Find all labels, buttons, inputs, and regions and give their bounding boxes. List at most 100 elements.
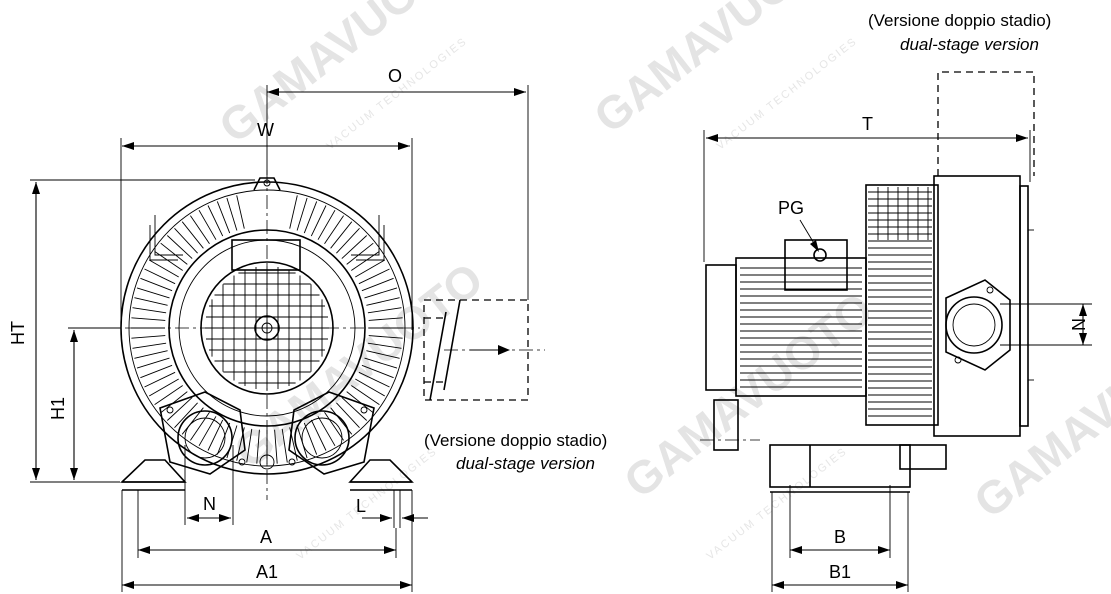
label-PG: PG bbox=[778, 198, 804, 218]
fin bbox=[246, 428, 253, 463]
fin bbox=[154, 251, 183, 271]
port-left-inner bbox=[184, 417, 226, 459]
fin bbox=[346, 242, 374, 265]
fin bbox=[198, 416, 217, 447]
fin bbox=[236, 195, 245, 229]
watermark-brand: GAMAVUOTO bbox=[964, 302, 1111, 528]
break-line bbox=[443, 299, 461, 391]
bolt bbox=[360, 406, 368, 414]
label-B1: B1 bbox=[829, 562, 851, 582]
label-T: T bbox=[862, 114, 873, 134]
fin bbox=[361, 364, 394, 379]
fin bbox=[317, 416, 336, 447]
fin bbox=[140, 277, 173, 292]
channel-left bbox=[149, 215, 183, 261]
cover-plate bbox=[933, 175, 1021, 437]
cooling-fins bbox=[131, 195, 403, 464]
fin bbox=[174, 227, 198, 254]
fin bbox=[364, 287, 398, 299]
fin bbox=[216, 201, 231, 234]
flow-arrow bbox=[498, 345, 510, 355]
label-W: W bbox=[257, 120, 274, 140]
fin bbox=[148, 378, 179, 397]
side-caption-en: dual-stage version bbox=[900, 35, 1039, 54]
label-A: A bbox=[260, 527, 272, 547]
fin bbox=[174, 402, 198, 429]
label-B: B bbox=[834, 527, 846, 547]
fin bbox=[281, 428, 288, 463]
label-N: N bbox=[203, 494, 216, 514]
label-N-side: N bbox=[1068, 318, 1088, 331]
front-caption-it: (Versione doppio stadio) bbox=[424, 431, 607, 450]
fin bbox=[274, 429, 278, 464]
side-dimensions: T PG N B B1 bbox=[703, 114, 1092, 592]
port-flange-left bbox=[159, 391, 246, 475]
cover-rim bbox=[1019, 185, 1029, 427]
fin bbox=[166, 235, 193, 259]
fin bbox=[134, 350, 168, 359]
label-O: O bbox=[388, 66, 402, 86]
fin bbox=[198, 209, 217, 240]
fin bbox=[367, 342, 402, 349]
dual-stage-top bbox=[937, 71, 1035, 176]
fin bbox=[358, 371, 390, 388]
watermark-layer: GAMAVUOTO GAMAVUOTO GAMAVUOTO GAMAVUOTO … bbox=[209, 0, 1111, 562]
fin bbox=[190, 215, 210, 244]
fin bbox=[367, 307, 402, 314]
fin bbox=[310, 205, 327, 237]
port-right-inner bbox=[301, 417, 343, 459]
watermark-tagline: VACUUM TECHNOLOGIES bbox=[714, 35, 859, 152]
fin bbox=[296, 197, 308, 231]
fin bbox=[160, 242, 188, 265]
fin bbox=[355, 378, 386, 397]
dual-stage-outlet bbox=[423, 299, 529, 401]
motor-end-cap bbox=[705, 264, 737, 391]
base-foot bbox=[769, 444, 911, 488]
port-flange-right bbox=[288, 391, 375, 475]
fin bbox=[148, 259, 179, 278]
bolt bbox=[166, 406, 174, 414]
fin bbox=[366, 297, 400, 306]
fin bbox=[134, 297, 168, 306]
cable-gland bbox=[813, 248, 827, 262]
fin bbox=[310, 419, 327, 451]
fin bbox=[140, 364, 173, 379]
watermark-brand: GAMAVUOTO bbox=[614, 282, 882, 508]
label-HT: HT bbox=[8, 321, 28, 345]
fin bbox=[226, 197, 238, 231]
side-caption-it: (Versione doppio stadio) bbox=[868, 11, 1051, 30]
fin bbox=[364, 357, 398, 369]
fin bbox=[317, 209, 336, 240]
fin bbox=[341, 235, 368, 259]
fin bbox=[303, 201, 318, 234]
fin bbox=[166, 397, 193, 421]
channel-right bbox=[351, 215, 385, 261]
port-right-outer bbox=[294, 410, 350, 466]
fin bbox=[256, 429, 260, 464]
fin bbox=[132, 307, 167, 314]
front-view bbox=[100, 170, 545, 500]
fin bbox=[154, 385, 183, 405]
fin bbox=[324, 215, 344, 244]
label-L: L bbox=[356, 496, 366, 516]
fin bbox=[351, 251, 380, 271]
base-step bbox=[899, 444, 947, 470]
motor-fins bbox=[740, 267, 862, 388]
fin bbox=[207, 205, 224, 237]
bolt bbox=[238, 458, 246, 466]
front-caption-en: dual-stage version bbox=[456, 454, 595, 473]
blower-housing bbox=[865, 184, 939, 426]
fin bbox=[355, 259, 386, 278]
fin bbox=[144, 268, 176, 285]
label-A1: A1 bbox=[256, 562, 278, 582]
base-left-block bbox=[713, 399, 739, 451]
housing-fins bbox=[868, 187, 932, 417]
fin bbox=[341, 397, 368, 421]
fin bbox=[136, 287, 170, 299]
fin bbox=[366, 350, 400, 359]
label-H1: H1 bbox=[48, 397, 68, 420]
break-line bbox=[429, 311, 447, 401]
side-port-inner bbox=[952, 303, 996, 347]
